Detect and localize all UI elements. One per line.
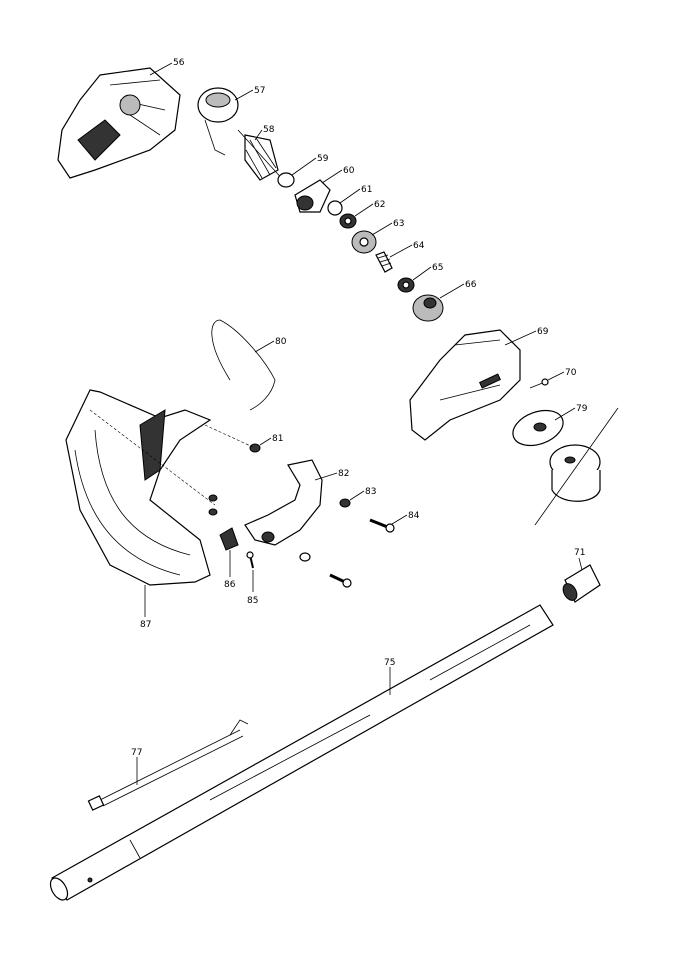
label-79: 79 (576, 404, 588, 414)
part-washer[interactable] (208, 508, 218, 516)
part-79-washer[interactable] (508, 404, 568, 452)
label-58: 58 (263, 125, 275, 135)
label-63: 63 (393, 219, 404, 229)
part-83-washer[interactable] (339, 498, 351, 508)
part-87-guard[interactable] (65, 389, 216, 586)
part-59-bearing[interactable] (277, 172, 295, 188)
label-61: 61 (361, 185, 372, 195)
part-bolt[interactable] (329, 573, 352, 588)
part-58-armature[interactable] (237, 129, 286, 183)
part-61-ring[interactable] (327, 200, 343, 216)
label-69: 69 (537, 327, 549, 337)
label-85: 85 (247, 596, 258, 606)
part-77-lead-wire[interactable] (87, 719, 249, 811)
label-66: 66 (465, 280, 477, 290)
label-77: 77 (131, 748, 142, 758)
label-84: 84 (408, 511, 420, 521)
label-71: 71 (574, 548, 585, 558)
part-69-gear-housing[interactable] (409, 329, 521, 441)
label-83: 83 (365, 487, 376, 497)
part-66-flange[interactable] (412, 294, 444, 322)
part-80-guard-wire[interactable] (211, 319, 276, 411)
label-56: 56 (173, 58, 185, 68)
label-80: 80 (275, 337, 287, 347)
part-75-shaft[interactable] (47, 604, 554, 903)
part-82-guard-bracket[interactable] (244, 459, 323, 546)
part-71-coupling[interactable] (560, 564, 601, 603)
label-82: 82 (338, 469, 349, 479)
part-62-bearing[interactable] (339, 213, 357, 229)
part-85-screw[interactable] (246, 551, 254, 569)
label-86: 86 (224, 580, 236, 590)
part-86-clamp[interactable] (219, 527, 239, 551)
label-60: 60 (343, 166, 355, 176)
label-57: 57 (254, 86, 265, 96)
label-64: 64 (413, 241, 425, 251)
part-84-bolt[interactable] (369, 518, 395, 533)
label-70: 70 (565, 368, 577, 378)
part-spool[interactable] (534, 407, 619, 526)
label-81: 81 (272, 434, 283, 444)
part-56-motor-housing[interactable] (57, 67, 181, 179)
part-63-gear[interactable] (351, 230, 377, 254)
label-62: 62 (374, 200, 385, 210)
part-57-field[interactable] (197, 87, 239, 156)
part-64-spindle[interactable] (375, 251, 393, 273)
label-59: 59 (317, 154, 329, 164)
label-65: 65 (432, 263, 443, 273)
label-87: 87 (140, 620, 151, 630)
part-65-bearing[interactable] (397, 277, 415, 293)
part-70-screw[interactable] (529, 378, 549, 389)
part-washer[interactable] (208, 494, 218, 502)
part-60-bearing-box[interactable] (294, 179, 331, 213)
label-75: 75 (384, 658, 395, 668)
part-washer[interactable] (299, 552, 311, 562)
